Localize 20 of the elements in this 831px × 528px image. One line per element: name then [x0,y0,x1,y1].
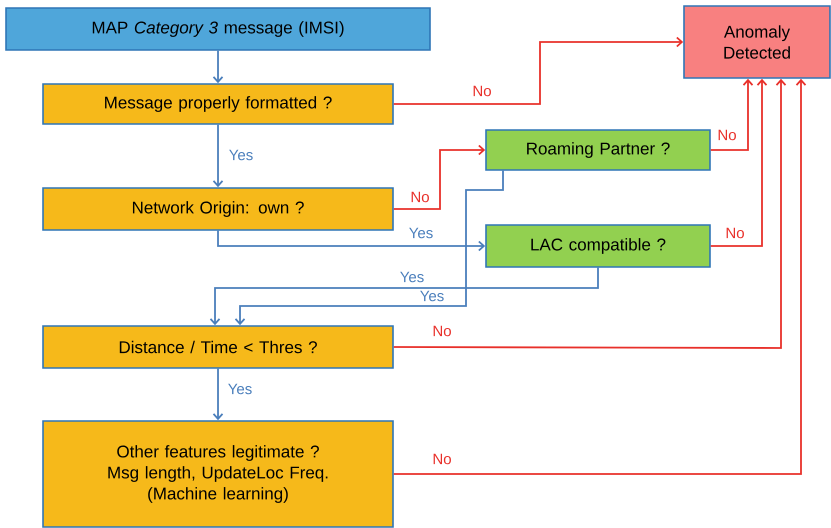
arrow [394,144,486,210]
arrow [710,78,754,151]
result-box: Anomaly Detected [683,5,831,79]
arrow [394,78,806,475]
arrow [212,368,224,420]
decision-box: Message properly formatted ? [42,83,394,125]
decision-box: LAC compatible ? [485,224,711,268]
decision-box: Roaming Partner ? [485,129,711,171]
arrow [212,50,224,84]
arrow [394,78,786,349]
arrow [394,36,684,105]
process-box: MAP Category 3 message (IMSI) [5,7,431,51]
decision-box: Distance / Time < Thres ? [42,325,394,369]
decision-box: Network Origin: own ? [42,187,394,231]
decision-box: Other features legitimate ? Msg length, UpdateLoc Freq. (Machine learning) [42,420,394,528]
arrow [212,124,224,188]
arrow [710,78,768,247]
arrow [234,170,504,326]
arrow [217,230,486,252]
arrow [210,268,599,326]
